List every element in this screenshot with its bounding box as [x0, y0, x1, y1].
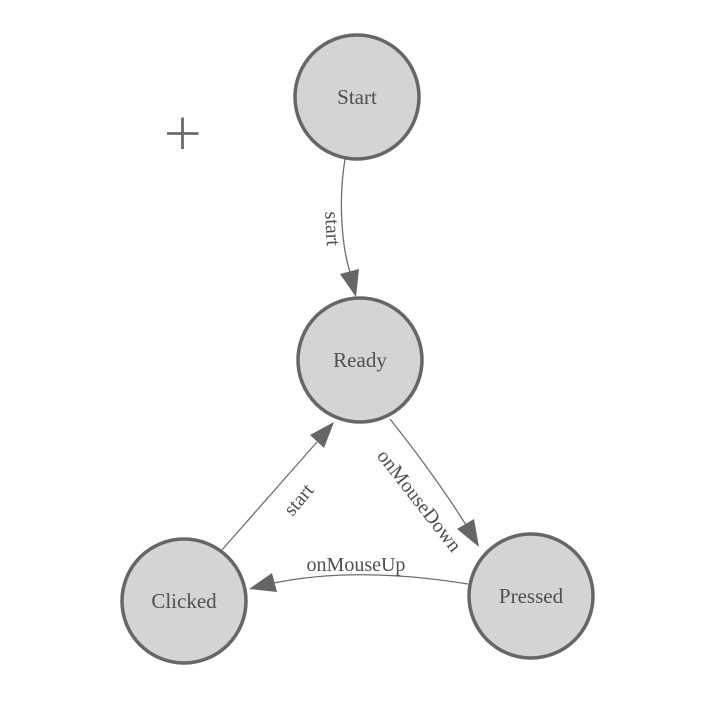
state-node-pressed-label: Pressed [499, 584, 564, 608]
edge-clicked-to-ready: start [220, 422, 334, 552]
state-node-pressed-circle[interactable] [467, 532, 595, 660]
edge-label-start-top: start [320, 211, 344, 247]
state-node-start-label: Start [337, 85, 377, 109]
arrowhead-clicked-to-ready[interactable] [310, 422, 334, 448]
edge-label-onmouseup: onMouseUp [307, 554, 406, 576]
state-node-ready-label: Ready [333, 348, 387, 372]
edge-ready-to-pressed-line[interactable] [389, 418, 467, 526]
crosshair-icon [167, 117, 199, 149]
edge-start-to-ready-line[interactable] [340, 158, 351, 273]
arrowhead-ready-to-pressed[interactable] [457, 519, 479, 547]
state-node-clicked-label: Clicked [151, 589, 217, 613]
edge-ready-to-pressed: onMouseDown [372, 418, 479, 557]
state-node-start: Start [293, 33, 421, 161]
state-node-ready-circle[interactable] [296, 296, 424, 424]
arrowhead-pressed-to-clicked[interactable] [249, 573, 277, 592]
state-node-clicked: Clicked [120, 537, 248, 665]
edge-start-to-ready: start [320, 158, 359, 297]
edge-label-onmousedown: onMouseDown [372, 446, 465, 557]
edge-pressed-to-clicked-line[interactable] [273, 574, 469, 585]
edge-clicked-to-ready-line[interactable] [220, 441, 318, 552]
edge-pressed-to-clicked: onMouseUp [249, 554, 469, 592]
state-node-pressed: Pressed [467, 532, 595, 660]
arrowhead-start-to-ready[interactable] [340, 269, 359, 297]
edge-label-start-bottom: start [280, 479, 319, 520]
state-node-clicked-circle[interactable] [120, 537, 248, 665]
state-node-start-circle[interactable] [293, 33, 421, 161]
state-node-ready: Ready [296, 296, 424, 424]
